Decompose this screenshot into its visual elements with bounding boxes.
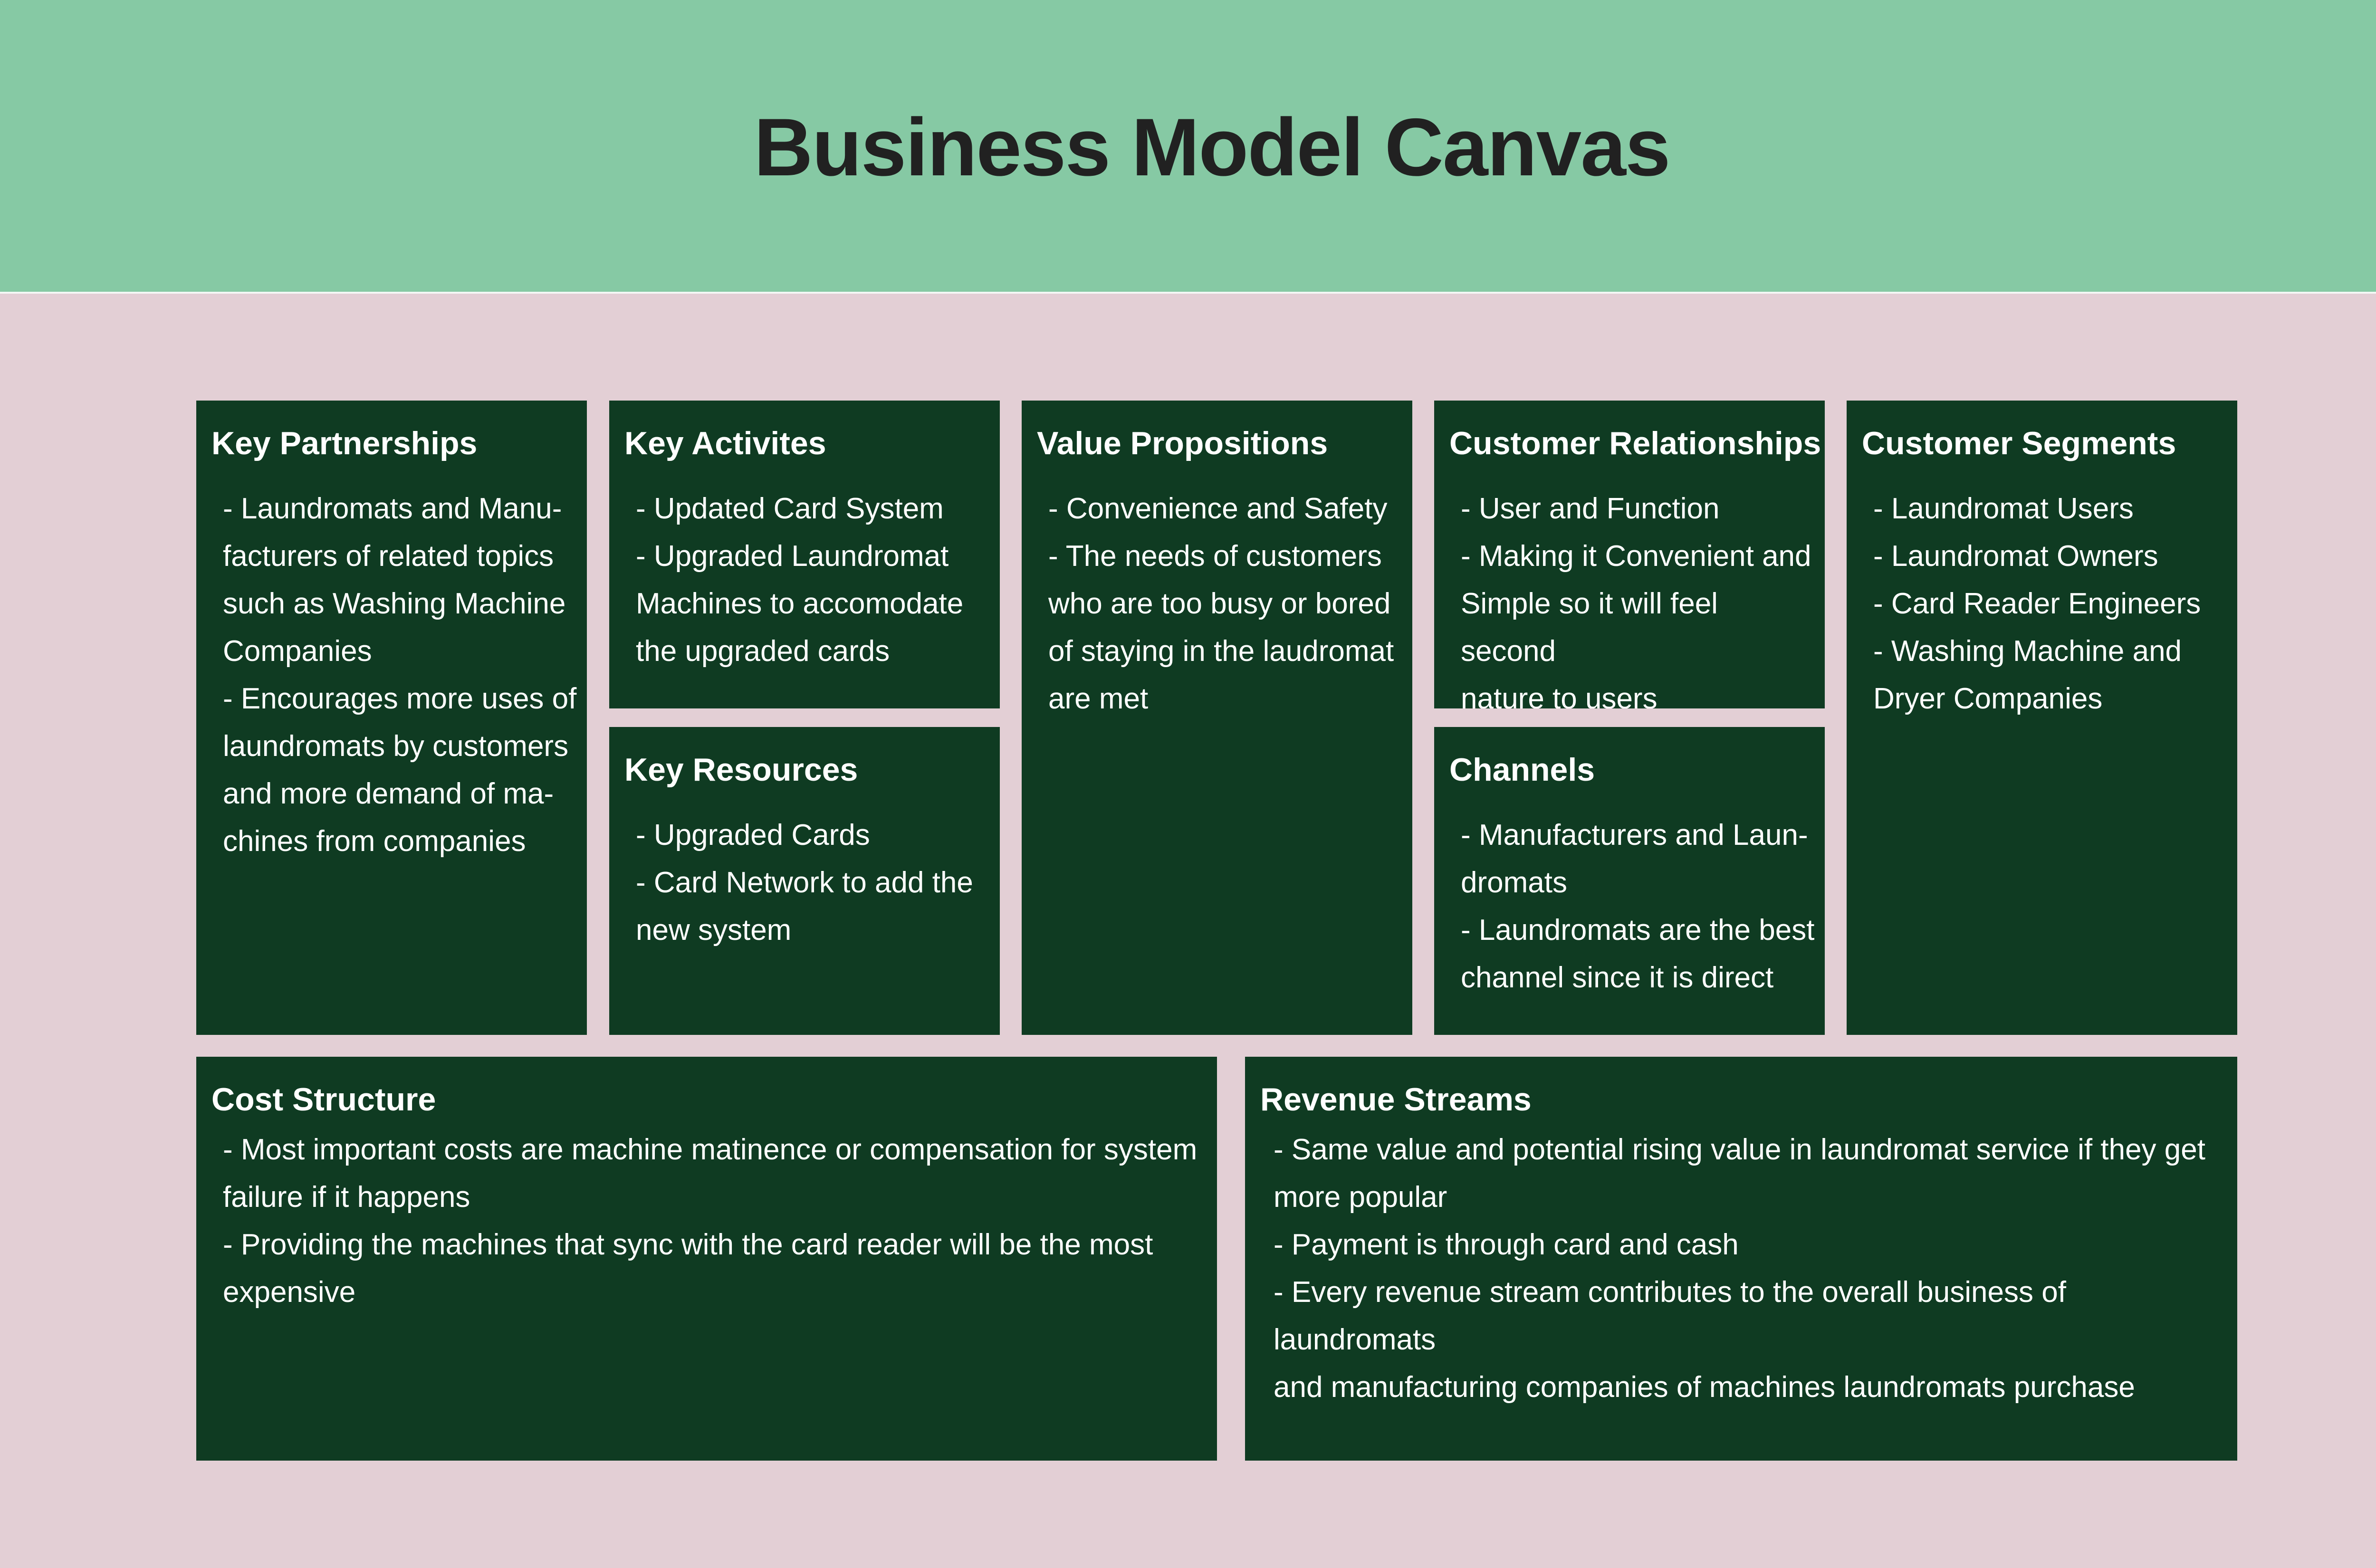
customer-relationships-line: - User and Function xyxy=(1461,492,1720,525)
cost-structure-line: expensive xyxy=(223,1276,356,1309)
cost-structure-box: Cost Structure - Most important costs ar… xyxy=(196,1057,1217,1461)
key-resources-title: Key Resources xyxy=(624,752,858,788)
customer-segments-line: Dryer Companies xyxy=(1873,682,2103,715)
value-propositions-line: - Convenience and Safety xyxy=(1048,492,1388,525)
key-resources-line: - Upgraded Cards xyxy=(636,819,870,851)
cost-structure-title: Cost Structure xyxy=(211,1081,436,1118)
key-partnerships-line: such as Washing Machine xyxy=(223,587,566,620)
value-propositions-line: - The needs of customers xyxy=(1048,540,1382,573)
revenue-streams-body: - Same value and potential rising value … xyxy=(1274,1126,2228,1411)
key-partnerships-line: laundromats by customers xyxy=(223,730,569,763)
customer-segments-line: - Laundromat Owners xyxy=(1873,540,2158,573)
revenue-streams-line: and manufacturing companies of machines … xyxy=(1274,1371,2135,1404)
key-partnerships-line: facturers of related topics xyxy=(223,540,554,573)
customer-relationships-title: Customer Relationships xyxy=(1449,425,1821,461)
key-resources-box: Key Resources - Upgraded Cards - Card Ne… xyxy=(609,727,1000,1035)
key-activities-title: Key Activites xyxy=(624,425,826,461)
value-propositions-body: - Convenience and Safety - The needs of … xyxy=(1048,485,1403,723)
key-resources-body: - Upgraded Cards - Card Network to add t… xyxy=(636,812,990,954)
key-activities-line: Machines to accomodate xyxy=(636,587,964,620)
key-partnerships-box: Key Partnerships - Laundromats and Manu-… xyxy=(196,401,587,1035)
key-resources-line: new system xyxy=(636,914,792,947)
channels-line: - Manufacturers and Laun- xyxy=(1461,819,1808,851)
key-partnerships-body: - Laundromats and Manu- facturers of rel… xyxy=(223,485,577,865)
key-activities-line: - Upgraded Laundromat xyxy=(636,540,949,573)
cost-structure-line: - Most important costs are machine matin… xyxy=(223,1133,1198,1166)
customer-segments-body: - Laundromat Users - Laundromat Owners -… xyxy=(1873,485,2228,723)
header-banner: Business Model Canvas xyxy=(0,0,2376,294)
customer-segments-box: Customer Segments - Laundromat Users - L… xyxy=(1847,401,2237,1035)
customer-segments-line: - Laundromat Users xyxy=(1873,492,2134,525)
cost-structure-body: - Most important costs are machine matin… xyxy=(223,1126,1207,1316)
cost-structure-line: failure if it happens xyxy=(223,1181,470,1214)
key-partnerships-line: chines from companies xyxy=(223,825,526,858)
channels-line: - Laundromats are the best xyxy=(1461,914,1815,947)
revenue-streams-line: more popular xyxy=(1274,1181,1447,1214)
customer-segments-line: - Card Reader Engineers xyxy=(1873,587,2201,620)
customer-relationships-body: - User and Function - Making it Convenie… xyxy=(1461,485,1815,708)
page-title: Business Model Canvas xyxy=(754,102,1670,193)
revenue-streams-title: Revenue Streams xyxy=(1260,1081,1532,1118)
value-propositions-title: Value Propositions xyxy=(1037,425,1328,461)
customer-relationships-line: Simple so it will feel second xyxy=(1461,587,1718,668)
value-propositions-line: who are too busy or bored xyxy=(1048,587,1391,620)
customer-segments-title: Customer Segments xyxy=(1862,425,2176,461)
key-partnerships-line: - Laundromats and Manu- xyxy=(223,492,562,525)
revenue-streams-line: - Every revenue stream contributes to th… xyxy=(1274,1276,2066,1356)
cost-structure-line: - Providing the machines that sync with … xyxy=(223,1228,1153,1261)
key-partnerships-line: and more demand of ma- xyxy=(223,777,554,810)
key-resources-line: - Card Network to add the xyxy=(636,866,973,899)
key-activities-line: the upgraded cards xyxy=(636,635,890,668)
key-activities-line: - Updated Card System xyxy=(636,492,944,525)
key-activities-body: - Updated Card System - Upgraded Laundro… xyxy=(636,485,990,675)
revenue-streams-line: - Payment is through card and cash xyxy=(1274,1228,1739,1261)
key-partnerships-title: Key Partnerships xyxy=(211,425,478,461)
value-propositions-box: Value Propositions - Convenience and Saf… xyxy=(1022,401,1412,1035)
channels-line: channel since it is direct xyxy=(1461,961,1774,994)
key-activities-box: Key Activites - Updated Card System - Up… xyxy=(609,401,1000,708)
value-propositions-line: are met xyxy=(1048,682,1149,715)
customer-relationships-line: - Making it Convenient and xyxy=(1461,540,1811,573)
customer-relationships-box: Customer Relationships - User and Functi… xyxy=(1434,401,1825,708)
key-partnerships-line: - Encourages more uses of xyxy=(223,682,577,715)
revenue-streams-box: Revenue Streams - Same value and potenti… xyxy=(1245,1057,2237,1461)
channels-box: Channels - Manufacturers and Laun- droma… xyxy=(1434,727,1825,1035)
key-partnerships-line: Companies xyxy=(223,635,372,668)
channels-line: dromats xyxy=(1461,866,1567,899)
revenue-streams-line: - Same value and potential rising value … xyxy=(1274,1133,2205,1166)
channels-body: - Manufacturers and Laun- dromats - Laun… xyxy=(1461,812,1815,1002)
customer-segments-line: - Washing Machine and xyxy=(1873,635,2182,668)
customer-relationships-line: nature to users xyxy=(1461,682,1657,708)
value-propositions-line: of staying in the laudromat xyxy=(1048,635,1394,668)
channels-title: Channels xyxy=(1449,752,1595,788)
